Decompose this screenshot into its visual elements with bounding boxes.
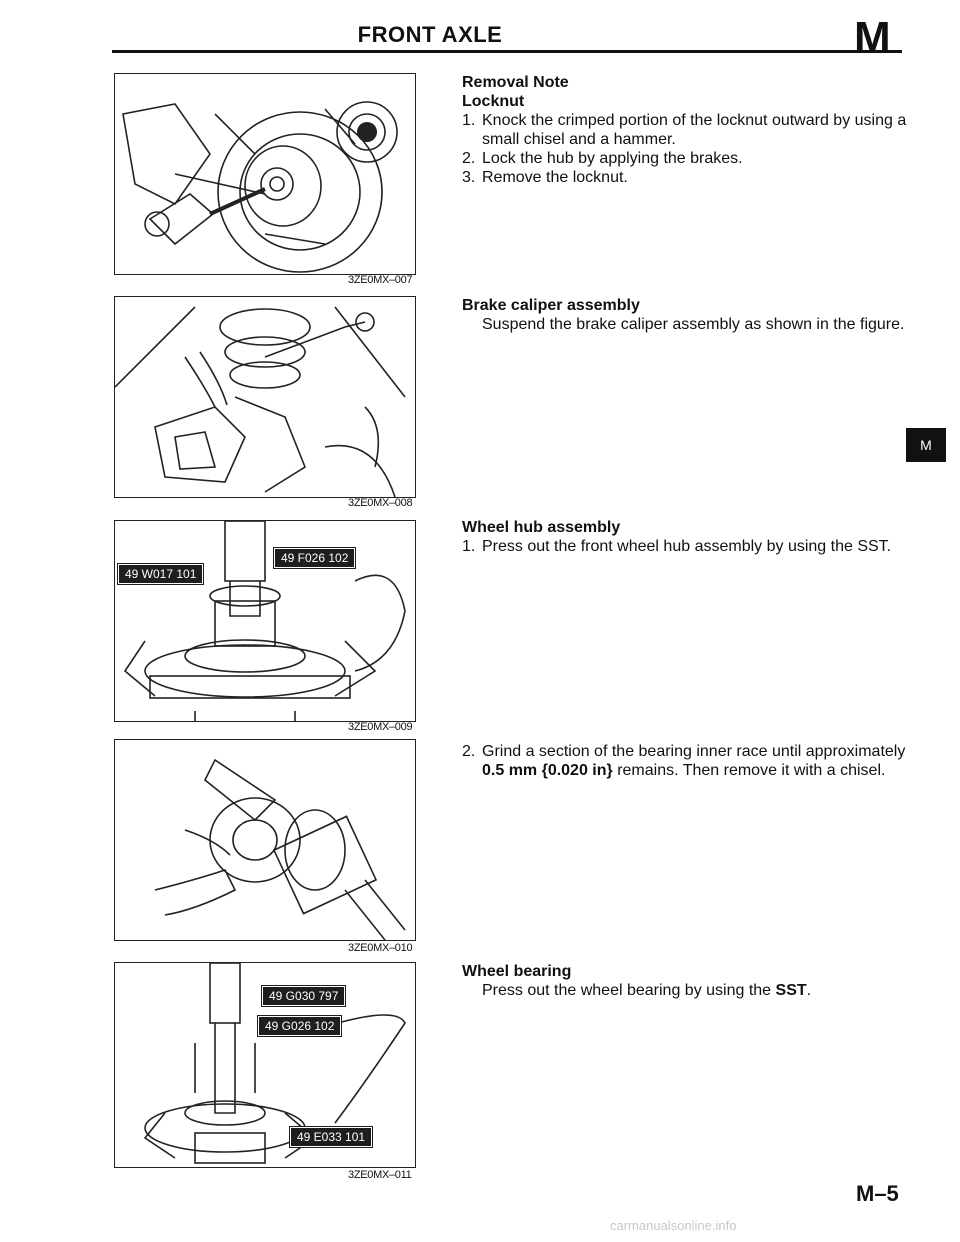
section-tab: M [906, 428, 946, 462]
section-wheel-hub-step2: 2. Grind a section of the bearing inner … [462, 742, 910, 780]
section-removal-note: Removal Note Locknut 1. Knock the crimpe… [462, 73, 910, 187]
section-heading: Brake caliper assembly [462, 297, 640, 314]
figure-code: 3ZE0MX–011 [348, 1169, 412, 1181]
section-heading: Wheel hub assembly [462, 519, 621, 536]
sst-callout: 49 F026 102 [272, 547, 357, 569]
step: 2. Grind a section of the bearing inner … [462, 743, 906, 779]
section-heading: Wheel bearing [462, 963, 572, 980]
section-wheel-hub: Wheel hub assembly 1. Press out the fron… [462, 518, 910, 556]
locknut-illustration [122, 101, 398, 273]
hub-press-illustration [123, 521, 406, 721]
page-number: M–5 [856, 1181, 899, 1206]
figure-code: 3ZE0MX–008 [348, 497, 413, 509]
grinder-illustration [154, 758, 406, 940]
sst-callout: 49 W017 101 [116, 563, 205, 585]
section-heading: Removal Note [462, 74, 569, 91]
figure-code: 3ZE0MX–007 [348, 274, 413, 286]
sst-callout: 49 G030 797 [260, 985, 347, 1007]
step: 1. Press out the front wheel hub assembl… [462, 538, 892, 555]
step: 3. Remove the locknut. [462, 169, 628, 186]
section-subheading: Locknut [462, 93, 525, 110]
figure-grind-race [114, 739, 416, 941]
step: 1. Knock the crimped portion of the lock… [462, 112, 907, 148]
figure-code: 3ZE0MX–009 [348, 721, 413, 733]
section-body: Suspend the brake caliper assembly as sh… [482, 316, 905, 333]
section-mark: M [854, 13, 891, 62]
page-title: FRONT AXLE [357, 22, 503, 47]
caliper-illustration [115, 306, 406, 497]
watermark: carmanualsonline.info [610, 1218, 737, 1233]
step: 2. Lock the hub by applying the brakes. [462, 150, 743, 167]
section-wheel-bearing: Wheel bearing Press out the wheel bearin… [462, 962, 910, 1000]
sst-callout: 49 E033 101 [288, 1126, 374, 1148]
section-brake-caliper: Brake caliper assembly Suspend the brake… [462, 296, 910, 334]
figure-hub-press [114, 520, 416, 722]
figure-code: 3ZE0MX–010 [348, 942, 413, 954]
figure-locknut-removal [114, 73, 416, 275]
header-rule [112, 50, 902, 53]
spec-value: 0.5 mm {0.020 in} [482, 762, 613, 779]
section-body: Press out the wheel bearing by using the… [482, 982, 812, 999]
figure-brake-caliper [114, 296, 416, 498]
sst-callout: 49 G026 102 [256, 1015, 343, 1037]
